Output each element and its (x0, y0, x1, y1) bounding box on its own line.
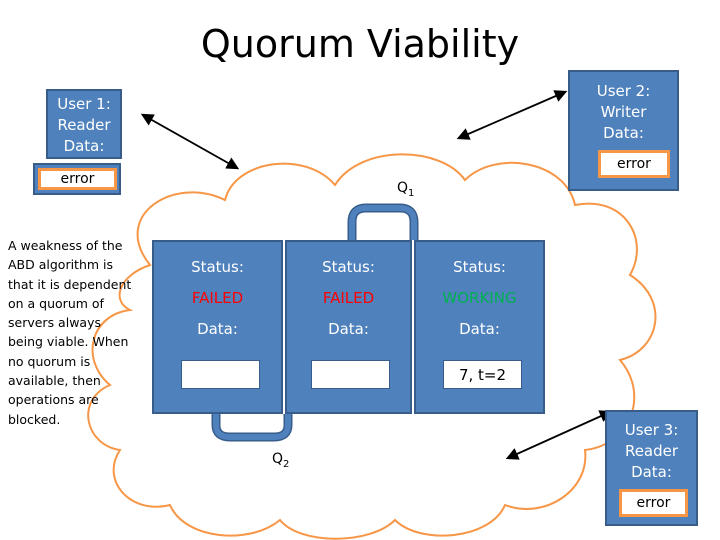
user2-box: User 2: Writer Data: error (568, 70, 679, 191)
user1-type: Reader (57, 116, 111, 134)
quorum-q1-bracket-inner (349, 205, 417, 240)
arrow-user1 (140, 113, 240, 170)
user2-type: Writer (600, 103, 647, 121)
user2-data-label: Data: (603, 124, 644, 142)
user3-data-label: Data: (631, 463, 672, 481)
user1-value: error (38, 168, 117, 190)
algorithm-note: A weakness of the ABD algorithm is that … (8, 238, 132, 427)
server-3: Status: WORKING Data: 7, t=2 (414, 240, 545, 414)
user1-role: User 1: (57, 95, 111, 113)
server3-value: 7, t=2 (443, 360, 522, 389)
server1-status-label: Status: (191, 258, 244, 276)
quorum-q1-label: Q1 (397, 180, 414, 199)
user2-value: error (598, 150, 670, 178)
user1-box: User 1: Reader Data: (46, 89, 122, 159)
server1-status: FAILED (191, 289, 244, 307)
server1-value (181, 360, 260, 389)
user1-data-label: Data: (63, 137, 105, 155)
server2-data-label: Data: (328, 320, 369, 338)
server3-status: WORKING (442, 289, 517, 307)
quorum-q2-bracket-inner (213, 414, 291, 440)
arrow-user2 (456, 90, 568, 140)
user3-value: error (619, 489, 688, 517)
arrow-user3 (505, 410, 613, 460)
server3-data-label: Data: (459, 320, 500, 338)
quorum-q1-letter: Q (397, 180, 409, 196)
server1-data-label: Data: (197, 320, 238, 338)
user3-type: Reader (624, 442, 679, 460)
user3-box: User 3: Reader Data: error (605, 410, 698, 526)
server2-value (311, 360, 390, 389)
user1-value-container: error (33, 163, 121, 195)
server-1: Status: FAILED Data: (152, 240, 283, 414)
server2-status-label: Status: (322, 258, 375, 276)
quorum-q2-index: 2 (283, 458, 290, 470)
user2-role: User 2: (596, 82, 651, 100)
page-title: Quorum Viability (200, 22, 520, 66)
server3-status-label: Status: (453, 258, 506, 276)
server-2: Status: FAILED Data: (285, 240, 412, 414)
quorum-q1-index: 1 (408, 187, 415, 199)
user3-role: User 3: (624, 421, 679, 439)
server2-status: FAILED (322, 289, 375, 307)
quorum-q2-letter: Q (272, 451, 284, 467)
quorum-q2-label: Q2 (272, 451, 289, 470)
